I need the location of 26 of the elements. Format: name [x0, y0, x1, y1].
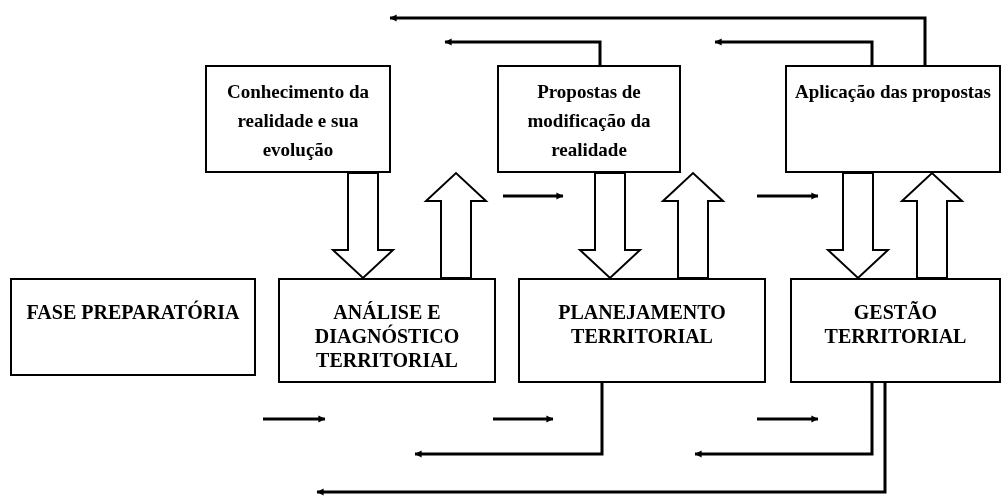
hollow-arrow — [330, 172, 396, 280]
box-label: Conhecimento da realidade e sua evolução — [226, 80, 370, 162]
box-label: ANÁLISE E DIAGNÓSTICO TERRITORIAL — [313, 300, 461, 372]
process-box — [790, 278, 1001, 383]
process-box — [205, 65, 391, 173]
arrow — [389, 14, 927, 65]
arrow — [714, 38, 874, 65]
hollow-arrow — [825, 172, 891, 280]
process-box — [518, 278, 766, 383]
box-label: Propostas de modificação da realidade — [526, 80, 652, 162]
process-box — [278, 278, 496, 383]
arrow — [694, 383, 874, 458]
process-box — [497, 65, 681, 173]
hollow-arrow — [899, 171, 965, 279]
box-label: Aplicação das propostas — [795, 80, 991, 104]
hollow-arrow — [660, 171, 726, 279]
process-box — [10, 278, 256, 376]
box-label: PLANEJAMENTO TERRITORIAL — [557, 300, 727, 348]
hollow-arrow — [577, 172, 643, 280]
hollow-arrow — [423, 171, 489, 279]
arrow — [316, 383, 887, 496]
arrow — [444, 38, 602, 65]
box-label: FASE PREPARATÓRIA — [26, 300, 240, 324]
process-box — [785, 65, 1001, 173]
box-label: GESTÃO TERRITORIAL — [823, 300, 968, 348]
arrow — [414, 383, 604, 458]
